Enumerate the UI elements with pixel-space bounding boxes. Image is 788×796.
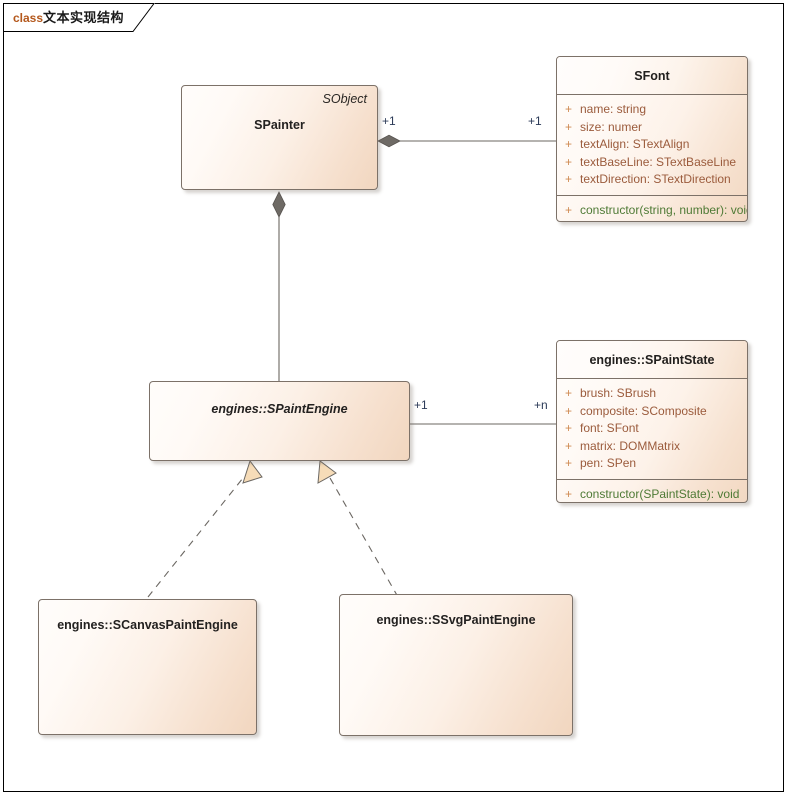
method-row: + constructor(SPaintState): void (557, 486, 747, 503)
class-name-ssvgpaintengine: engines::SSvgPaintEngine (376, 613, 536, 627)
class-stereotype-spainter: SObject (322, 92, 367, 106)
attribute-row: + matrix: DOMMatrix (557, 438, 747, 456)
multiplicity-spainter-sfont-target: +1 (528, 114, 542, 128)
attribute-signature: font: SFont (580, 421, 639, 435)
attribute-signature: matrix: DOMMatrix (580, 438, 680, 453)
attribute-row: + name: string (557, 101, 747, 119)
visibility-marker: + (564, 456, 572, 470)
attribute-row: + textBaseLine: STextBaseLine (557, 154, 747, 172)
multiplicity-spainter-sfont-source: +1 (382, 114, 396, 128)
attributes-compartment-spaintstate: + brush: SBrush + composite: SComposite … (557, 379, 747, 480)
attribute-signature: pen: SPen (580, 456, 637, 470)
attribute-signature: textBaseLine: STextBaseLine (580, 154, 737, 169)
diagram-title-tab[interactable]: class文本实现结构 (3, 3, 155, 32)
diagram-title-label: class文本实现结构 (13, 9, 124, 27)
attribute-row: + composite: SComposite (557, 403, 747, 421)
attribute-signature: textDirection: STextDirection (580, 172, 731, 186)
visibility-marker: + (564, 403, 572, 418)
class-name-spaintstate: engines::SPaintState (557, 341, 747, 379)
visibility-marker: + (564, 421, 572, 435)
visibility-marker: + (564, 119, 572, 134)
attribute-row: + brush: SBrush (557, 385, 747, 403)
visibility-marker: + (564, 137, 572, 151)
class-name-sfont: SFont (557, 57, 747, 95)
method-row: + constructor(string, number): void (557, 202, 747, 220)
attribute-row: + size: numer (557, 119, 747, 137)
methods-compartment-sfont: + constructor(string, number): void (557, 196, 747, 222)
visibility-marker: + (564, 386, 572, 400)
method-signature: constructor(string, number): void (580, 202, 748, 217)
visibility-marker: + (564, 438, 572, 453)
attribute-row: + textDirection: STextDirection (557, 171, 747, 189)
attribute-row: + pen: SPen (557, 455, 747, 473)
class-box-spaintstate[interactable]: engines::SPaintState + brush: SBrush + c… (556, 340, 748, 503)
diagram-title-text: 文本实现结构 (43, 10, 125, 25)
visibility-marker: + (564, 486, 572, 501)
visibility-marker: + (564, 202, 572, 217)
attribute-signature: size: numer (580, 119, 643, 134)
visibility-marker: + (564, 154, 572, 169)
diagram-frame (3, 3, 784, 792)
visibility-marker: + (564, 102, 572, 116)
attribute-row: + font: SFont (557, 420, 747, 438)
multiplicity-spaintengine-spaintstate-target: +n (534, 398, 548, 412)
attribute-signature: textAlign: STextAlign (580, 137, 690, 151)
diagram-title-keyword: class (13, 11, 44, 25)
class-box-spainter[interactable]: SObject SPainter (181, 85, 378, 190)
class-box-spaintengine[interactable]: engines::SPaintEngine (149, 381, 410, 461)
class-box-sfont[interactable]: SFont + name: string + size: numer + tex… (556, 56, 748, 222)
title-tab-outline-icon (3, 3, 155, 32)
methods-compartment-spaintstate: + constructor(SPaintState): void (557, 480, 747, 503)
method-signature: constructor(SPaintState): void (580, 486, 740, 501)
class-name-spaintengine: engines::SPaintEngine (211, 402, 348, 416)
attribute-signature: brush: SBrush (580, 386, 657, 400)
attributes-compartment-sfont: + name: string + size: numer + textAlign… (557, 95, 747, 196)
class-box-scanvaspaintengine[interactable]: engines::SCanvasPaintEngine (38, 599, 257, 735)
class-name-scanvaspaintengine: engines::SCanvasPaintEngine (57, 618, 238, 632)
attribute-row: + textAlign: STextAlign (557, 136, 747, 154)
attribute-signature: composite: SComposite (580, 403, 707, 418)
attribute-signature: name: string (580, 102, 647, 116)
multiplicity-spaintengine-spaintstate-source: +1 (414, 398, 428, 412)
class-name-spainter: SPainter (254, 118, 305, 132)
visibility-marker: + (564, 172, 572, 186)
class-box-ssvgpaintengine[interactable]: engines::SSvgPaintEngine (339, 594, 573, 736)
